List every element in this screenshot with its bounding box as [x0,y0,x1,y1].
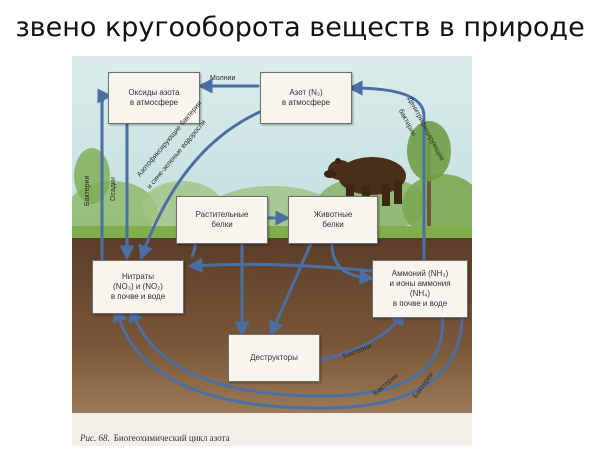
box-animal-proteins-line2: белки [322,220,344,229]
box-nitrates-line2: (NO₃) и (NO₂) [113,282,163,291]
box-animal-proteins: Животные белки [288,196,378,244]
cycle-arrows [97,78,464,410]
box-nitrogen-atmosphere: Азот (N₂) в атмосфере [260,72,352,124]
label-lightning: Молнии [210,75,236,82]
label-precipitation: Осадки [110,177,117,201]
box-nitrogen-oxides-line2: в атмосфере [129,98,179,107]
trees [72,121,472,241]
label-bacteria-left: Бактерии [84,175,91,206]
box-ammonium-line1: Аммоний (NH₃) [391,269,449,278]
box-destructors: Деструкторы [228,334,320,382]
box-plant-proteins: Растительные белки [176,196,268,244]
slide-title: звено кругооборота веществ в природе [15,12,585,43]
box-nitrogen-atmosphere-line1: Азот (N₂) [289,88,323,97]
caption-text: Биогеохимический цикл азота [113,433,230,443]
box-nitrogen-oxides-line1: Оксиды азота [128,88,180,97]
box-nitrates-line3: в почве и воде [110,292,166,301]
box-nitrogen-oxides: Оксиды азота в атмосфере [108,72,200,124]
box-destructors-line1: Деструкторы [250,353,298,362]
box-ammonium: Аммоний (NH₃) и ионы аммония (NH₄) в поч… [372,260,468,318]
nitrogen-cycle-figure: Оксиды азота в атмосфере Азот (N₂) в атм… [72,56,472,446]
box-nitrates: Нитраты (NO₃) и (NO₂) в почве и воде [92,260,184,314]
box-plant-proteins-line2: белки [211,220,233,229]
box-plant-proteins-line1: Растительные [195,210,249,219]
box-animal-proteins-line1: Животные [313,210,353,219]
box-nitrogen-atmosphere-line2: в атмосфере [281,98,331,107]
box-nitrates-line1: Нитраты [121,272,155,281]
box-ammonium-line4: в почве и воде [392,299,448,308]
box-ammonium-line2: и ионы аммония [389,279,451,288]
bear-icon [324,157,406,208]
box-ammonium-line3: (NH₄) [409,289,431,298]
caption-fig-number: Рис. 68. [80,433,110,443]
figure-caption: Рис. 68.Биогеохимический цикл азота [80,433,230,443]
